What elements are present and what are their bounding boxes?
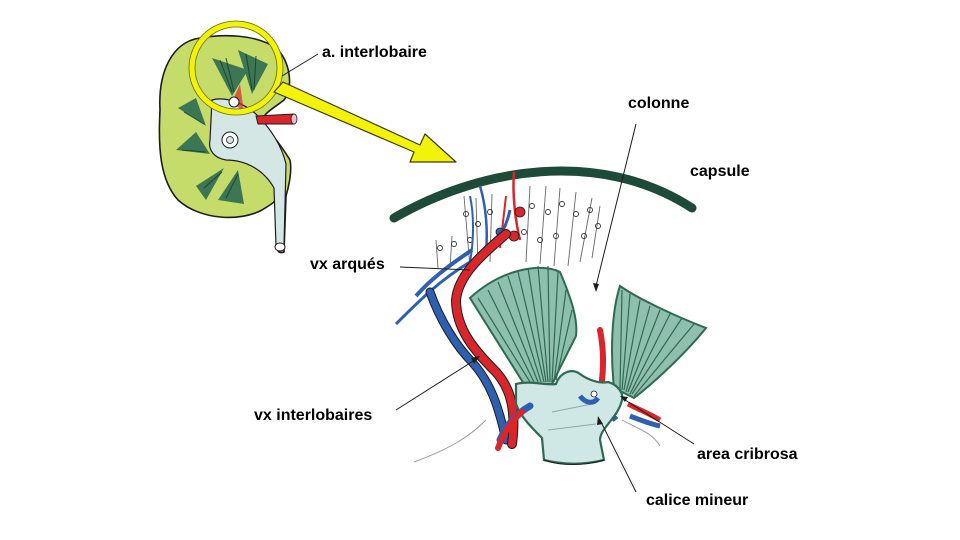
leader-lines xyxy=(281,53,695,493)
label-capsule: capsule xyxy=(690,163,750,180)
minor-calyx xyxy=(514,370,624,465)
label-column: colonne xyxy=(628,95,690,112)
capsule-band xyxy=(389,166,697,223)
label-arcuate-vessels: vx arqués xyxy=(310,256,385,273)
label-area-cribrosa: area cribrosa xyxy=(697,446,798,463)
kidney-overview xyxy=(158,34,298,254)
zoom-arrow xyxy=(273,81,457,163)
lobe-detail xyxy=(389,166,708,465)
label-minor-calyx: calice mineur xyxy=(646,492,749,509)
pyramid-right xyxy=(611,284,708,400)
magnifier-circle xyxy=(189,21,283,115)
cortex-tubules xyxy=(435,185,601,269)
label-interlobar-vessels: vx interlobaires xyxy=(254,407,373,424)
label-interlobar-artery: a. interlobaire xyxy=(322,44,427,61)
